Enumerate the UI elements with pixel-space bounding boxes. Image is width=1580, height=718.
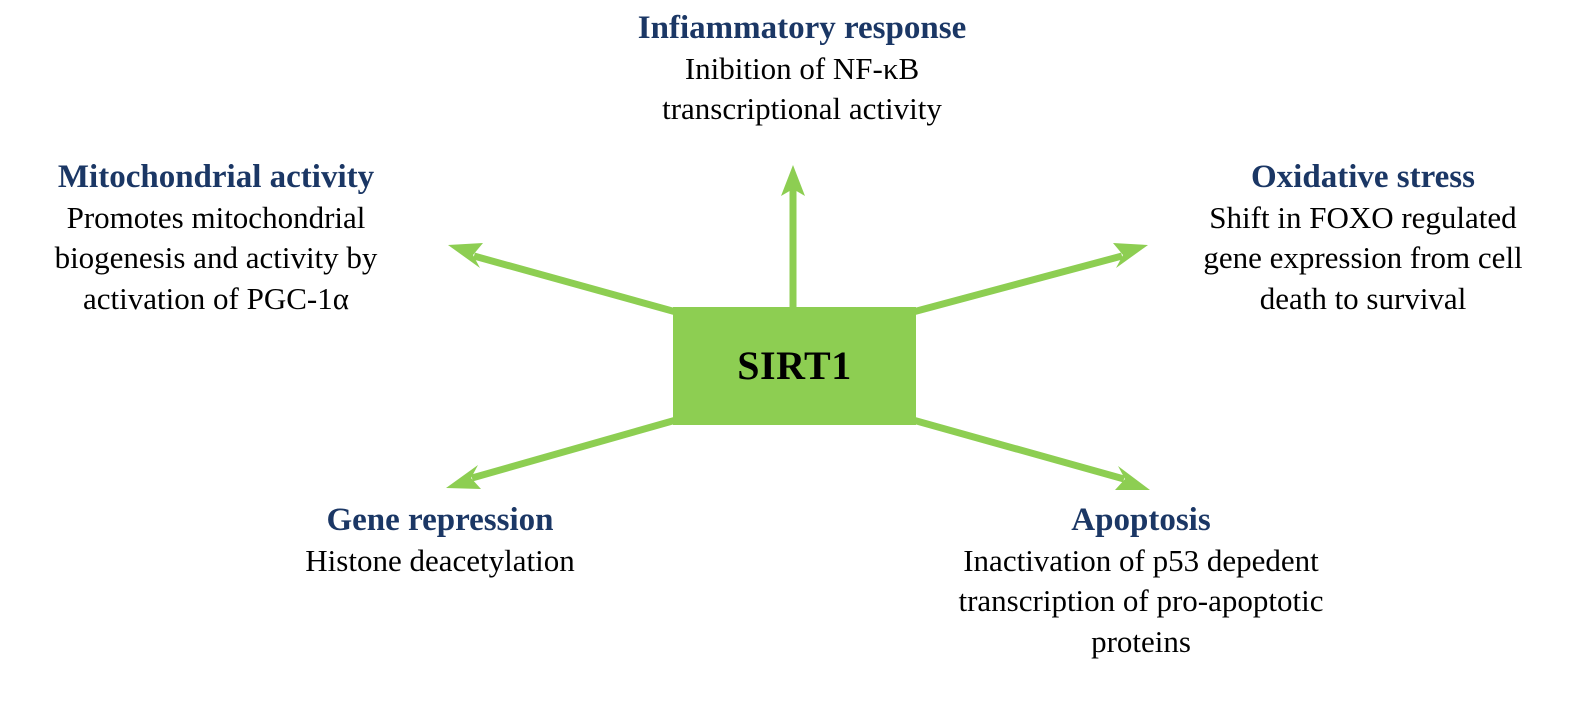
arrow-down-left-shaft (471, 416, 677, 482)
node-apoptosis-body-line: transcription of pro-apoptotic (958, 583, 1324, 619)
node-apoptosis-body-line: proteins (1091, 623, 1191, 659)
node-apoptosis[interactable]: Apoptosis Inactivation of p53 depedent t… (898, 502, 1384, 662)
node-mitochondrial-heading: Mitochondrial activity (57, 159, 375, 195)
node-oxidative-stress[interactable]: Oxidative stress Shift in FOXO regulated… (1146, 159, 1580, 319)
node-inflammatory-body: Inibition of NF-κB transcriptional activ… (532, 49, 1072, 130)
arrow-up-left-shaft (473, 252, 677, 316)
center-node-sirt1[interactable]: SIRT1 (673, 307, 916, 425)
node-mitochondrial-body-line: activation of PGC-1α (83, 280, 349, 316)
arrow-down-left-head (446, 465, 481, 489)
node-mitochondrial-activity[interactable]: Mitochondrial activity Promotes mitochon… (0, 159, 432, 319)
node-gene-repression[interactable]: Gene repression Histone deacetylation (240, 502, 640, 581)
node-oxidative-body: Shift in FOXO regulated gene expression … (1146, 198, 1580, 319)
node-inflammatory-body-line: Inibition of NF-κB (684, 50, 920, 86)
node-inflammatory-body-line: transcriptional activity (662, 91, 942, 127)
node-mitochondrial-body-line: Promotes mitochondrial (66, 199, 366, 235)
arrow-up (781, 165, 805, 310)
arrow-up-right (912, 243, 1148, 316)
node-apoptosis-body-line: Inactivation of p53 depedent (963, 542, 1319, 578)
node-gene-repression-body: Histone deacetylation (240, 541, 640, 581)
arrow-down-right-head (1115, 466, 1150, 490)
node-oxidative-heading: Oxidative stress (1251, 159, 1475, 195)
node-inflammatory-heading: Infiammatory response (637, 10, 967, 46)
arrow-up-left (448, 243, 677, 316)
node-oxidative-body-line: Shift in FOXO regulated (1209, 199, 1517, 235)
arrow-up-right-head (1113, 243, 1148, 268)
center-node-label: SIRT1 (737, 343, 852, 388)
node-apoptosis-heading: Apoptosis (1071, 502, 1211, 538)
node-mitochondrial-body-line: biogenesis and activity by (54, 240, 378, 276)
node-mitochondrial-body: Promotes mitochondrial biogenesis and ac… (0, 198, 432, 319)
arrow-up-head (781, 165, 805, 196)
arrow-down-right (912, 416, 1150, 490)
arrow-up-left-head (448, 243, 483, 268)
arrow-down-right-shaft (912, 416, 1125, 483)
arrow-down-left (446, 416, 677, 489)
node-oxidative-body-line: gene expression from cell (1203, 240, 1523, 276)
node-oxidative-body-line: death to survival (1259, 280, 1467, 316)
node-gene-repression-body-line: Histone deacetylation (305, 542, 575, 578)
node-gene-repression-heading: Gene repression (326, 502, 554, 538)
node-apoptosis-body: Inactivation of p53 depedent transcripti… (898, 541, 1384, 662)
node-inflammatory-response[interactable]: Infiammatory response Inibition of NF-κB… (532, 10, 1072, 130)
arrow-up-right-shaft (912, 252, 1123, 316)
